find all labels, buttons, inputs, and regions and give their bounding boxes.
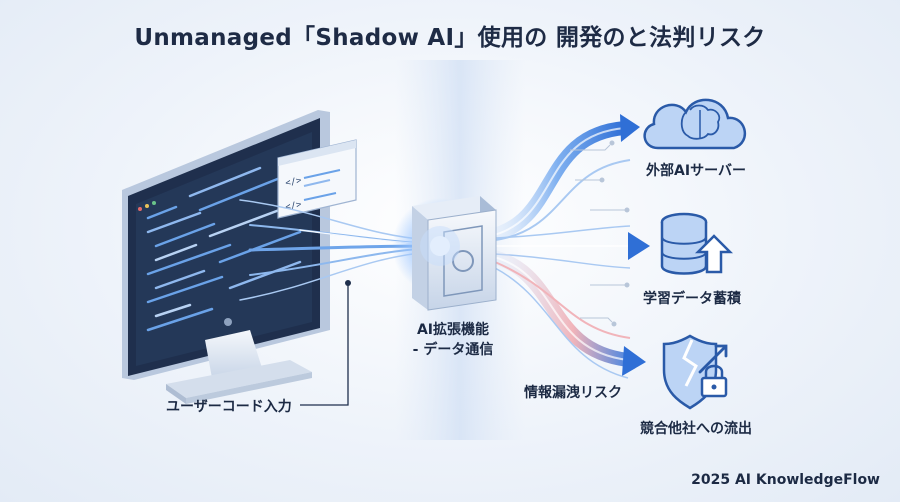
competitor-leak-label: 競合他社への流出 — [640, 421, 752, 437]
monitor-icon — [122, 110, 330, 404]
extension-label-line2: - データ通信 — [412, 342, 494, 358]
circuit-lines — [570, 140, 630, 327]
cloud-brain-icon — [643, 98, 747, 150]
training-storage-label: 学習データ蓄積 — [643, 291, 741, 307]
svg-text:</>: </> — [285, 176, 304, 189]
extension-cube-icon — [392, 196, 497, 311]
broken-shield-lock-icon — [662, 334, 728, 410]
extension-label-line1: AI拡張機能 — [416, 322, 490, 338]
code-window-icon: </> </> — [277, 139, 357, 219]
footer-credit: 2025 AI KnowledgeFlow — [691, 472, 880, 488]
external-server-label: 外部AIサーバー — [646, 163, 746, 179]
database-upload-icon — [660, 212, 734, 275]
outgoing-flow-arrows — [482, 114, 650, 379]
user-code-input-label: ユーザーコード入力 — [166, 399, 292, 415]
svg-text:</>: </> — [285, 200, 304, 213]
leak-risk-label: 情報漏洩リスク — [524, 385, 622, 401]
page-title: Unmanaged「Shadow AI」使用の 開発のと法判リスク — [134, 25, 766, 51]
extension-label: AI拡張機能 - データ通信 — [398, 320, 508, 360]
user-code-connector — [300, 280, 351, 406]
